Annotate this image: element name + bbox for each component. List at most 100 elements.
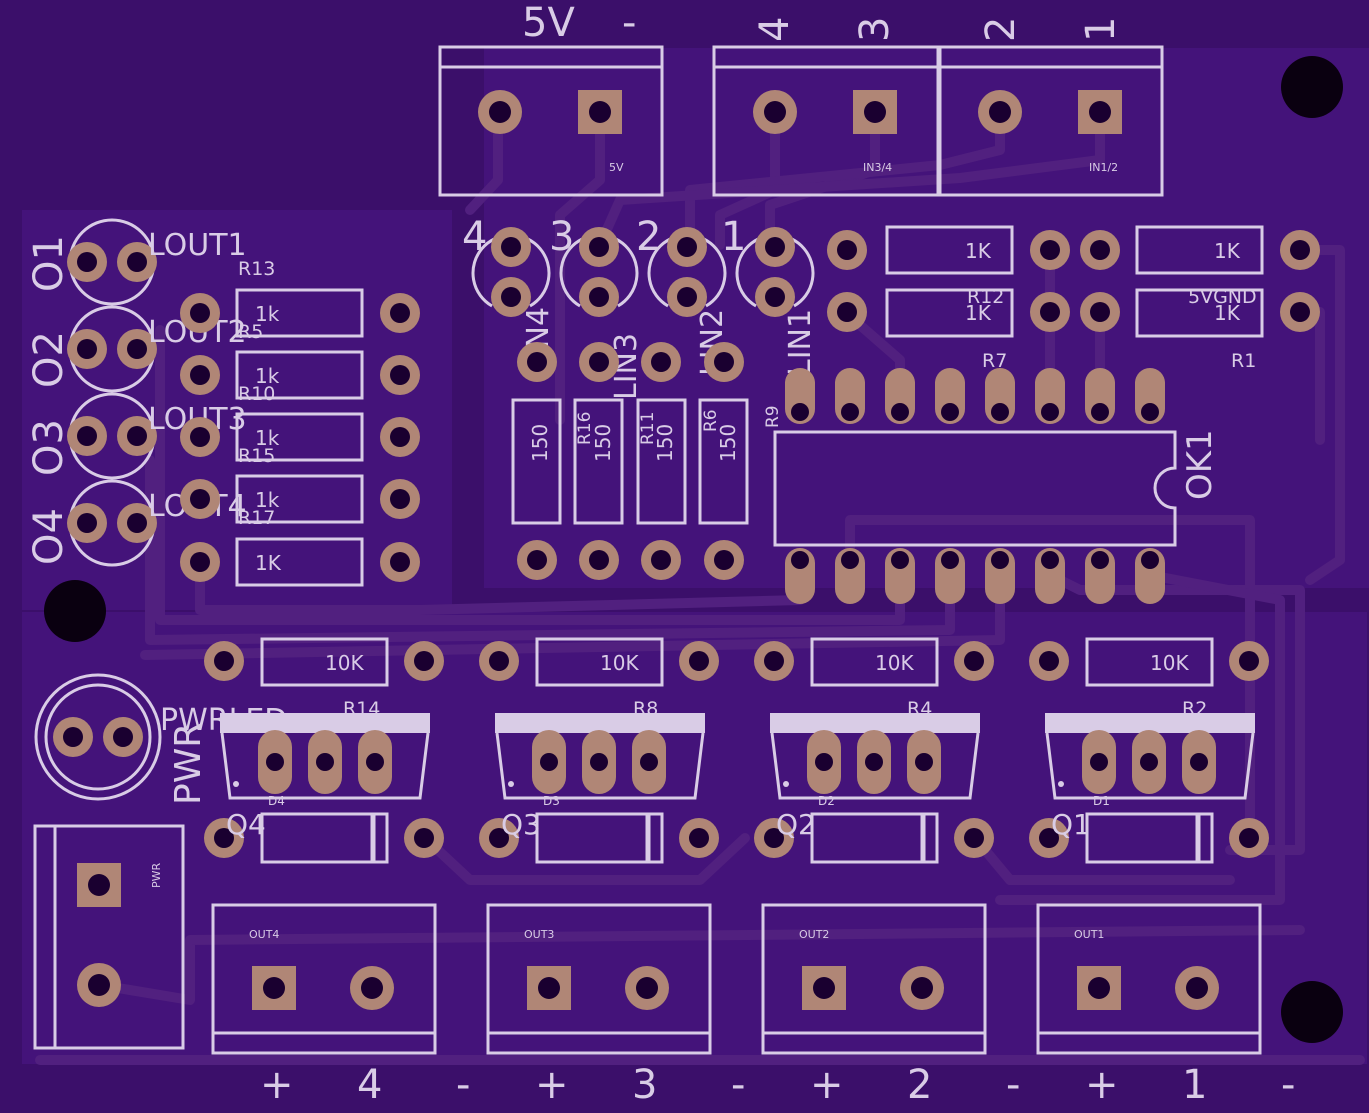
- channel-2: 10K R4 Q2 D2: [754, 637, 994, 864]
- resistor-value: 10K: [1150, 651, 1189, 675]
- side-label-o3: O3: [26, 419, 72, 476]
- resistor-value: 150: [591, 424, 615, 462]
- resistor-r10: 1k R10: [180, 383, 420, 462]
- resistor-ref: R10: [238, 383, 275, 405]
- label-minus: -: [622, 0, 636, 46]
- bottom-label: -: [1281, 1062, 1295, 1108]
- connector-label: IN3/4: [863, 161, 892, 174]
- resistor-value: 1k: [255, 302, 280, 326]
- resistor-value: 1K: [965, 239, 992, 263]
- terminal-in12: IN1/2: [938, 45, 1164, 197]
- resistor-value: 1K: [965, 301, 992, 325]
- ic-ok1: OK1: [773, 368, 1220, 604]
- side-label-o2: O2: [26, 331, 72, 388]
- connector-label: OUT2: [799, 928, 829, 941]
- ic-pins-bottom: [785, 548, 1165, 604]
- led-lin2: 2: [636, 214, 727, 317]
- led-lout4: LOUT4: [67, 479, 247, 567]
- bottom-label: +: [260, 1062, 294, 1108]
- mounting-hole: [1281, 56, 1343, 118]
- transistor-label: Q2: [776, 808, 816, 841]
- resistor-ref: R13: [238, 258, 275, 280]
- terminal-5v: 5V: [438, 45, 664, 197]
- resistor-r17: 1K R17: [180, 507, 420, 587]
- resistor-value: 10K: [600, 651, 639, 675]
- led-lin3: 3: [549, 214, 639, 317]
- terminal-pwr: PWR: [33, 824, 185, 1050]
- resistor-value: 150: [716, 424, 740, 462]
- resistor-ref: 5VGND: [1188, 286, 1257, 308]
- led-label: PWR: [168, 723, 209, 805]
- bottom-label: +: [1085, 1062, 1119, 1108]
- connector-label: OUT1: [1074, 928, 1104, 941]
- resistor-top-1: 1K: [827, 225, 1070, 275]
- channel-1: 10K R2 Q1 D1: [1029, 637, 1269, 864]
- label-5v: 5V: [522, 0, 575, 46]
- bottom-label: 4: [357, 1062, 382, 1108]
- resistor-ref: R6: [701, 409, 721, 432]
- resistor-r5: 1k R5: [180, 321, 420, 400]
- led-lin4: 4: [462, 214, 551, 317]
- resistor-vertical-1: 150: [511, 342, 562, 580]
- transistor-label: Q4: [226, 808, 266, 841]
- channel-4: 10K R14 Q4 D4: [204, 637, 444, 864]
- diode-label: D3: [543, 794, 560, 808]
- ref-r1: R1: [1231, 350, 1256, 372]
- ref-r9: R9: [763, 405, 783, 428]
- resistor-r16: 150 R16: [573, 342, 624, 580]
- resistor-ref: R12: [967, 286, 1004, 308]
- mounting-holes: [44, 56, 1343, 1043]
- connector-label: PWR: [150, 862, 163, 888]
- resistor-top-2: 1K: [1080, 225, 1320, 275]
- mounting-hole: [44, 580, 106, 642]
- resistor-r13: 1k R13: [180, 258, 420, 338]
- label-in2: 2: [978, 17, 1024, 42]
- label-in4: 4: [752, 17, 798, 42]
- lin-label: LIN1: [783, 309, 818, 376]
- diode-label: D1: [1093, 794, 1110, 808]
- bottom-label: 3: [632, 1062, 657, 1108]
- transistor-label: Q3: [501, 808, 541, 841]
- resistor-value: 1K: [1214, 239, 1241, 263]
- ic-pins-top: [785, 368, 1165, 424]
- resistor-value: 1k: [255, 488, 280, 512]
- ref-r7: R7: [982, 350, 1007, 372]
- resistor-value: 10K: [325, 651, 364, 675]
- input-led-number: 3: [549, 214, 574, 260]
- connector-label: OUT3: [524, 928, 554, 941]
- channel-3: 10K R8 Q3 D3: [479, 637, 719, 864]
- bottom-label: 1: [1182, 1062, 1207, 1108]
- input-led-number: 4: [462, 214, 487, 260]
- bottom-label: -: [1006, 1062, 1020, 1108]
- transistor-label: Q1: [1051, 808, 1091, 841]
- resistor-ref: R15: [238, 445, 275, 467]
- resistor-value: 1k: [255, 426, 280, 450]
- bottom-label: -: [731, 1062, 745, 1108]
- resistor-ref: R17: [238, 507, 275, 529]
- resistor-value: 150: [528, 424, 552, 462]
- resistor-ref: R5: [238, 321, 263, 343]
- connector-label: 5V: [609, 161, 624, 174]
- diode-label: D4: [268, 794, 285, 808]
- diode-label: D2: [818, 794, 835, 808]
- bottom-label: -: [456, 1062, 470, 1108]
- terminal-out3: OUT3: [486, 903, 712, 1055]
- ic-label: OK1: [1180, 429, 1220, 500]
- resistor-value: 150: [653, 424, 677, 462]
- connector-label: IN1/2: [1089, 161, 1118, 174]
- terminal-out2: OUT2: [761, 903, 987, 1055]
- resistor-value: 1k: [255, 364, 280, 388]
- led-lout1: LOUT1: [67, 218, 247, 306]
- resistor-ref: R11: [638, 412, 658, 445]
- resistor-r15: 1k R15: [180, 445, 420, 524]
- bottom-label: 2: [907, 1062, 932, 1108]
- led-lin1: 1: [721, 214, 815, 317]
- resistor-r11: 150 R11: [636, 342, 687, 580]
- side-label-o4: O4: [26, 508, 72, 565]
- resistor-value: 1K: [1214, 301, 1241, 325]
- resistor-r12: 1K R12: [827, 286, 1070, 338]
- terminal-in34: IN3/4: [712, 45, 940, 197]
- label-in3: 3: [852, 17, 898, 42]
- resistor-5vgnd: 1K 5VGND: [1080, 286, 1320, 338]
